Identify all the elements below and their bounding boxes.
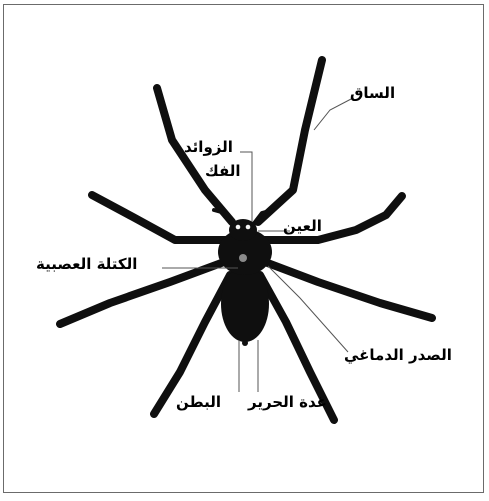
nerve-mass-label: الكتلة العصبية <box>36 257 137 272</box>
leg-label: الساق <box>350 86 395 101</box>
pedipalps-label: الزوائد <box>184 140 233 155</box>
leader-leg <box>314 98 353 130</box>
silk-gland-label: غدة الحرير <box>248 395 327 410</box>
leg-second-left <box>92 195 226 240</box>
nerve-mass-dot <box>239 254 247 262</box>
spinneret <box>242 340 248 346</box>
jaw-label: الفك <box>205 164 241 179</box>
eye-dot <box>236 225 241 230</box>
leader-pedipalps <box>240 152 252 222</box>
eye-label: العين <box>283 219 322 234</box>
leg-front-right <box>258 60 322 222</box>
leg-third-right <box>265 262 432 318</box>
eye-dot <box>246 225 251 230</box>
cephalothorax-label: الصدر الدماغي <box>344 348 452 363</box>
head-body <box>229 219 257 241</box>
abdomen-body <box>221 266 269 342</box>
abdomen-label: البطن <box>176 395 221 410</box>
